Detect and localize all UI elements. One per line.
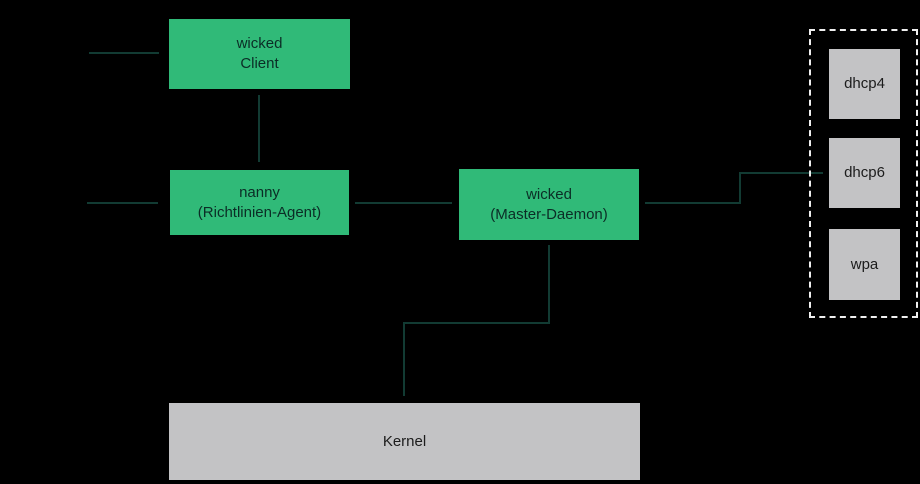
node-nanny-label-line2: (Richtlinien-Agent) [197, 203, 322, 221]
node-dhcp6: dhcp6 [829, 138, 900, 208]
edge-master-dhcp6-segment-3 [739, 172, 823, 174]
edge-client-nanny [258, 95, 260, 162]
edge-master-dhcp6-segment-1 [645, 202, 740, 204]
supplicants-dashed-group: dhcp4 dhcp6 wpa [809, 29, 918, 318]
node-dhcp4: dhcp4 [829, 49, 900, 119]
edge-left-client-stub [89, 52, 159, 54]
node-nanny: nanny (Richtlinien-Agent) [170, 170, 349, 235]
edge-master-kernel-segment-3 [403, 322, 405, 396]
node-wpa: wpa [829, 229, 900, 300]
edge-master-kernel-segment-1 [548, 245, 550, 323]
node-wicked-master-daemon-label-line2: (Master-Daemon) [490, 205, 608, 223]
node-kernel-label: Kernel [382, 432, 427, 450]
node-wicked-client-label-line2: Client [240, 55, 279, 72]
node-dhcp4-label: dhcp4 [844, 75, 885, 92]
edge-left-nanny-stub [87, 202, 158, 204]
node-nanny-label-line1: nanny [239, 183, 280, 201]
node-wicked-master-daemon: wicked (Master-Daemon) [459, 169, 639, 240]
edge-master-kernel-segment-2 [403, 322, 550, 324]
node-dhcp6-label: dhcp6 [844, 164, 885, 181]
node-wicked-master-daemon-label-line1: wicked [526, 185, 572, 203]
edge-nanny-master [355, 202, 452, 204]
node-kernel: Kernel [169, 403, 640, 480]
node-wpa-label: wpa [850, 255, 879, 273]
node-wicked-client: wicked Client [169, 19, 350, 89]
node-wicked-client-label-line1: wicked [236, 35, 283, 52]
edge-master-dhcp6-segment-2 [739, 173, 741, 204]
